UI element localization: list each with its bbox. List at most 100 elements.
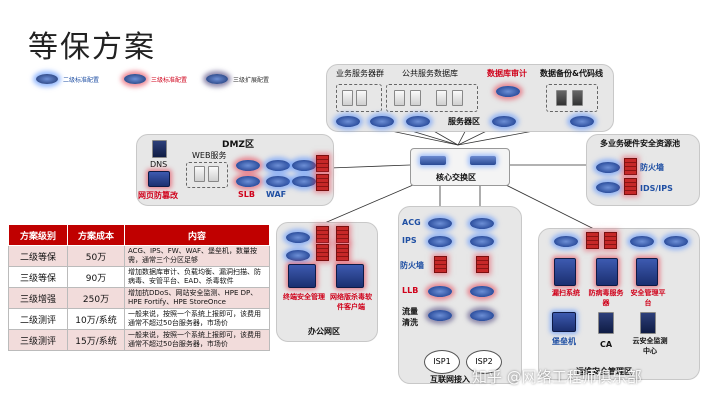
cell-cost: 15万/系统 (67, 329, 125, 351)
server-icon (436, 90, 447, 106)
router-icon (292, 160, 316, 171)
cell-content: 一般来说，按照一个系统上报即可，该费用通常不超过50台服务器，市场价 (124, 308, 270, 330)
core-switch-icon (420, 156, 446, 165)
table-row: 三级测评 15万/系统 一般来说，按照一个系统上报即可，该费用通常不超过50台服… (8, 329, 270, 351)
slb-icon (236, 160, 260, 171)
security-platform-icon (636, 258, 658, 286)
pricing-table: 方案级别 方案成本 内容 二级等保 50万 ACG、IPS、FW、WAF、堡垒机… (8, 224, 270, 351)
cell-cost: 90万 (67, 266, 125, 288)
mgmt-zone-label: 运维安全管理区 (576, 367, 632, 376)
legend-label-level3: 三级标准配置 (151, 77, 188, 84)
isp1-label: ISP1 (433, 357, 451, 366)
waf-label: WAF (266, 190, 287, 199)
backup-group (546, 84, 598, 112)
llb-icon (470, 286, 494, 297)
header-content: 内容 (124, 224, 270, 246)
ips-label: IPS (402, 236, 417, 245)
router-icon (124, 74, 146, 84)
public-db-group (386, 84, 478, 112)
core-switch-label: 核心交换区 (436, 173, 476, 182)
router-icon (336, 116, 360, 127)
pool-firewall-label: 防火墙 (640, 163, 664, 172)
header-level: 方案级别 (8, 224, 68, 246)
llb-label: LLB (402, 286, 419, 295)
router-icon (286, 232, 310, 243)
table-header-row: 方案级别 方案成本 内容 (8, 224, 270, 246)
isp2-cloud: ISP2 (466, 350, 502, 374)
firewall-icon (604, 232, 617, 249)
server-icon (410, 90, 421, 106)
router-icon (286, 250, 310, 261)
server-zone-label: 服务器区 (448, 117, 480, 126)
cell-level: 二级测评 (8, 308, 68, 330)
dmz-label: DMZ区 (222, 140, 254, 150)
business-servers-label: 业务服务器群 (336, 69, 384, 78)
cell-cost: 250万 (67, 287, 125, 309)
bastion-host-label: 堡垒机 (552, 337, 576, 346)
flow-cleaning-icon (428, 310, 452, 321)
cell-level: 二级等保 (8, 245, 68, 267)
storage-icon (572, 90, 583, 106)
firewall-icon (316, 174, 329, 191)
cell-cost: 50万 (67, 245, 125, 267)
acg-icon (470, 218, 494, 229)
server-icon (342, 90, 353, 106)
flow-cleaning-icon (470, 310, 494, 321)
firewall-icon (336, 244, 349, 261)
router-icon (596, 182, 620, 193)
router-icon (406, 116, 430, 127)
cell-cost: 10万/系统 (67, 308, 125, 330)
server-icon (356, 90, 367, 106)
firewall-icon (336, 226, 349, 243)
firewall-icon (316, 226, 329, 243)
router-icon (570, 116, 594, 127)
table-row: 二级测评 10万/系统 一般来说，按照一个系统上报即可，该费用通常不超过50台服… (8, 308, 270, 330)
vuln-scan-icon (554, 258, 576, 286)
firewall-icon (316, 155, 329, 172)
web-service-label: WEB服务 (192, 151, 227, 160)
acg-label: ACG (402, 218, 421, 227)
router-icon (630, 236, 654, 247)
terminal-security-label: 终端安全管理 (283, 293, 325, 301)
core-switch-zone (410, 148, 510, 186)
router-icon (664, 236, 688, 247)
firewall-icon (586, 232, 599, 249)
waf-icon (266, 176, 290, 187)
security-platform-label: 安全管理平台 (630, 289, 666, 307)
router-icon (292, 176, 316, 187)
cell-level: 三级等保 (8, 266, 68, 288)
cloud-monitor-icon (640, 312, 656, 334)
internet-firewall-label: 防火墙 (400, 261, 424, 270)
dns-label: DNS (150, 160, 168, 169)
ips-icon (428, 236, 452, 247)
waf-icon (266, 160, 290, 171)
firewall-icon (316, 244, 329, 261)
antivirus-server-icon (596, 258, 618, 286)
dns-server-icon (152, 140, 167, 158)
router-icon (206, 74, 228, 84)
office-zone-label: 办公网区 (308, 327, 340, 336)
cloud-monitor-label: 云安全监测中心 (632, 337, 668, 355)
ids-icon (624, 178, 637, 195)
legend-label-level3-ext: 三级扩展配置 (233, 77, 270, 84)
table-row: 三级增强 250万 增加抗DDoS、网站安全监测、HPE DP、HPE Fort… (8, 287, 270, 309)
web-server-group (186, 162, 228, 188)
isp1-cloud: ISP1 (424, 350, 460, 374)
anti-tamper-label: 网页防篡改 (138, 191, 178, 200)
firewall-icon (434, 256, 447, 273)
router-icon (554, 236, 578, 247)
legend-label-level2: 二级标准配置 (63, 77, 100, 84)
internet-zone-label: 互联网接入 (430, 375, 470, 384)
table-row: 三级等保 90万 增加数据库审计、负载均衡、漏洞扫描、防病毒、安管平台、EAD、… (8, 266, 270, 288)
antivirus-client-icon (336, 264, 364, 288)
public-db-label: 公共服务数据库 (402, 69, 458, 78)
db-audit-icon (496, 86, 520, 97)
anti-tamper-icon (148, 171, 170, 187)
cell-level: 三级增强 (8, 287, 68, 309)
vuln-scan-label: 漏扫系统 (552, 289, 580, 297)
isp2-label: ISP2 (475, 357, 493, 366)
security-pool-label: 多业务硬件安全资源池 (600, 139, 680, 148)
cell-content: 增加抗DDoS、网站安全监测、HPE DP、HPE Fortify、HPE St… (124, 287, 270, 309)
bastion-host-icon (552, 312, 576, 332)
flow-cleaning-label: 流量清洗 (402, 307, 418, 327)
